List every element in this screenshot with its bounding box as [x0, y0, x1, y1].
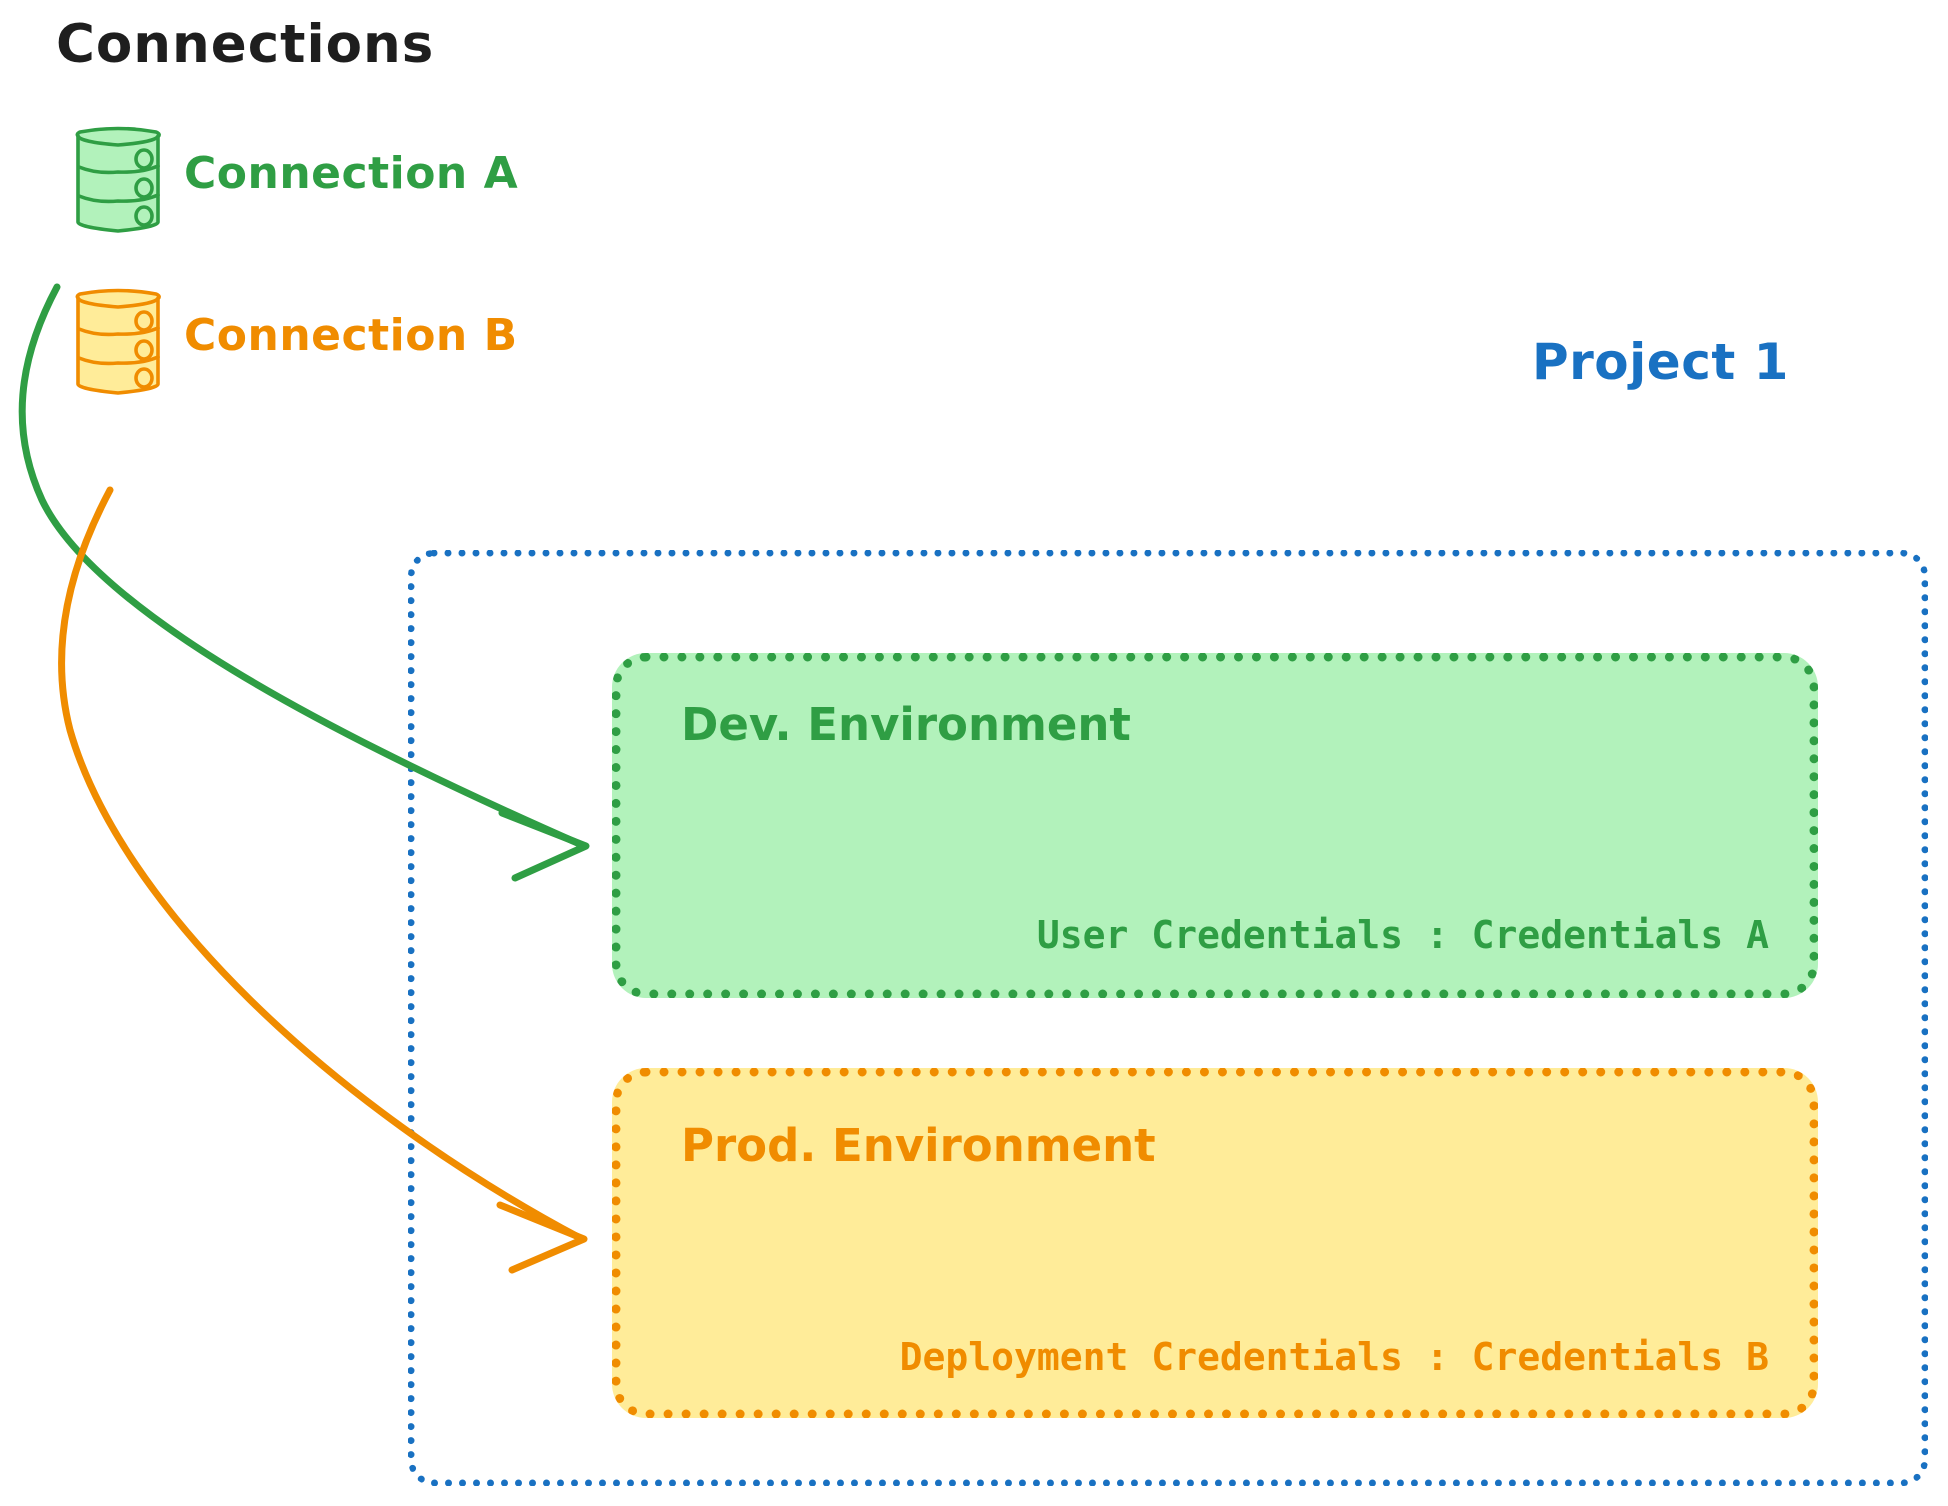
prod-environment-credentials: Deployment Credentials : Credentials B — [899, 1335, 1769, 1379]
database-cylinder-icon-connection-b[interactable] — [70, 282, 166, 398]
dev-environment-title: Dev. Environment — [681, 698, 1131, 751]
prod-environment-box[interactable]: Prod. Environment Deployment Credentials… — [612, 1068, 1818, 1418]
connection-a-label: Connection A — [184, 148, 519, 199]
connections-heading: Connections — [56, 14, 435, 75]
dev-environment-box[interactable]: Dev. Environment User Credentials : Cred… — [612, 653, 1818, 998]
prod-environment-title: Prod. Environment — [681, 1119, 1156, 1172]
database-cylinder-icon-connection-a[interactable] — [70, 120, 166, 236]
project-title: Project 1 — [1532, 333, 1789, 391]
dev-environment-credentials: User Credentials : Credentials A — [1036, 913, 1769, 957]
connection-b-label: Connection B — [184, 310, 518, 361]
